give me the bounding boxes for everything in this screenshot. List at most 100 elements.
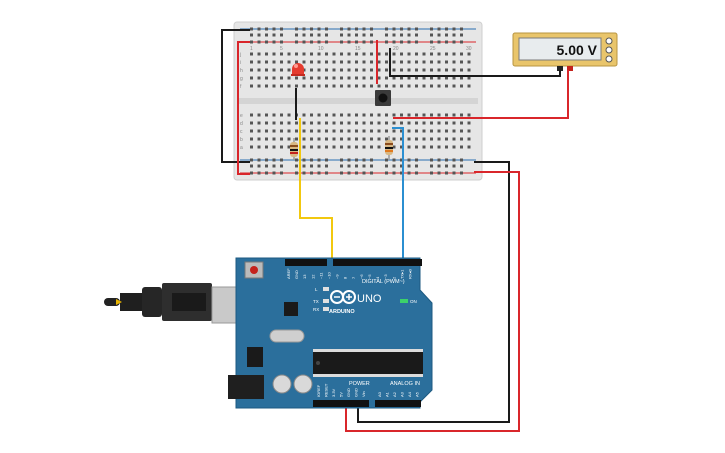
breadboard-hole [265, 171, 268, 175]
breadboard-hole [287, 121, 291, 125]
breadboard-hole [460, 121, 463, 125]
breadboard-hole [302, 164, 306, 168]
breadboard-hole [392, 145, 396, 149]
breadboard-hole [325, 129, 328, 133]
breadboard-hole [385, 52, 388, 56]
arduino-logo-icon [330, 290, 356, 304]
breadboard-hole [250, 171, 253, 175]
breadboard-hole [385, 171, 388, 175]
breadboard-hole [437, 40, 441, 44]
breadboard-hole [415, 164, 418, 168]
breadboard-hole [460, 113, 463, 117]
breadboard-hole [430, 40, 433, 44]
breadboard-hole [355, 145, 358, 149]
breadboard-hole [250, 145, 253, 149]
breadboard-hole [355, 121, 358, 125]
breadboard-hole [272, 40, 276, 44]
breadboard-hole [347, 40, 351, 44]
breadboard-hole [460, 145, 463, 149]
resistor-icon [290, 138, 298, 160]
breadboard-hole [340, 33, 343, 37]
breadboard-hole [445, 68, 448, 72]
breadboard-hole [265, 137, 268, 141]
breadboard-hole [265, 68, 268, 72]
breadboard-hole [467, 84, 471, 88]
breadboard-hole [280, 33, 283, 37]
breadboard-hole [347, 121, 351, 125]
breadboard-hole [355, 27, 358, 31]
wire-black-rail [221, 29, 250, 163]
breadboard-hole [407, 129, 411, 133]
breadboard-hole [347, 60, 351, 64]
breadboard-hole [325, 84, 328, 88]
pushbutton-icon[interactable] [375, 90, 391, 106]
breadboard-hole [407, 158, 411, 162]
pin-label: A3 [400, 391, 405, 397]
breadboard-hole [257, 84, 261, 88]
breadboard-hole [250, 113, 253, 117]
breadboard-hole [317, 27, 321, 31]
breadboard-hole [445, 27, 448, 31]
pin-label: A5 [415, 391, 420, 397]
breadboard-hole [422, 145, 426, 149]
breadboard-hole [377, 60, 381, 64]
breadboard-hole [302, 76, 306, 80]
breadboard-hole [452, 76, 456, 80]
breadboard-hole [355, 33, 358, 37]
breadboard-hole [317, 40, 321, 44]
breadboard-hole [460, 40, 463, 44]
breadboard-hole [332, 60, 336, 64]
breadboard-hole [460, 68, 463, 72]
breadboard-hole [280, 68, 283, 72]
breadboard-hole [332, 137, 336, 141]
breadboard-hole [415, 145, 418, 149]
breadboard-hole [460, 171, 463, 175]
breadboard[interactable]: j i h g f e d c b a 1 5 10 15 20 25 30 [233, 21, 483, 181]
pin-label: A0 [377, 391, 382, 397]
breadboard-hole [445, 113, 448, 117]
breadboard-hole [452, 84, 456, 88]
breadboard-hole [400, 158, 403, 162]
pin-label: Vin [361, 391, 366, 397]
breadboard-hole [415, 129, 418, 133]
breadboard-hole [317, 145, 321, 149]
breadboard-hole [250, 158, 253, 162]
breadboard-hole [302, 158, 306, 162]
breadboard-hole [317, 137, 321, 141]
breadboard-hole [265, 76, 268, 80]
wire-red-meter [393, 70, 569, 119]
breadboard-hole [400, 60, 403, 64]
led-icon[interactable] [291, 63, 305, 76]
breadboard-hole [272, 60, 276, 64]
breadboard-hole [400, 33, 403, 37]
breadboard-hole [250, 68, 253, 72]
breadboard-hole [355, 68, 358, 72]
breadboard-hole [467, 121, 471, 125]
pin-label: 3.3V [331, 388, 336, 397]
breadboard-hole [332, 84, 336, 88]
breadboard-hole [362, 113, 366, 117]
breadboard-hole [370, 171, 373, 175]
breadboard-hole [250, 40, 253, 44]
breadboard-hole [355, 84, 358, 88]
breadboard-hole [392, 68, 396, 72]
multimeter-icon[interactable]: 5.00 V [512, 32, 618, 71]
breadboard-hole [332, 145, 336, 149]
breadboard-hole [265, 129, 268, 133]
breadboard-hole [437, 158, 441, 162]
breadboard-hole [430, 76, 433, 80]
breadboard-hole [317, 33, 321, 37]
breadboard-hole [392, 164, 396, 168]
breadboard-hole [302, 121, 306, 125]
breadboard-hole [460, 164, 463, 168]
breadboard-hole [280, 121, 283, 125]
pin-label: 4 [375, 276, 380, 279]
pin-label: 2 [391, 276, 396, 279]
breadboard-hole [280, 164, 283, 168]
breadboard-hole [460, 158, 463, 162]
pin-label: GND [354, 388, 359, 397]
breadboard-hole [430, 68, 433, 72]
breadboard-hole [287, 60, 291, 64]
breadboard-hole [422, 60, 426, 64]
